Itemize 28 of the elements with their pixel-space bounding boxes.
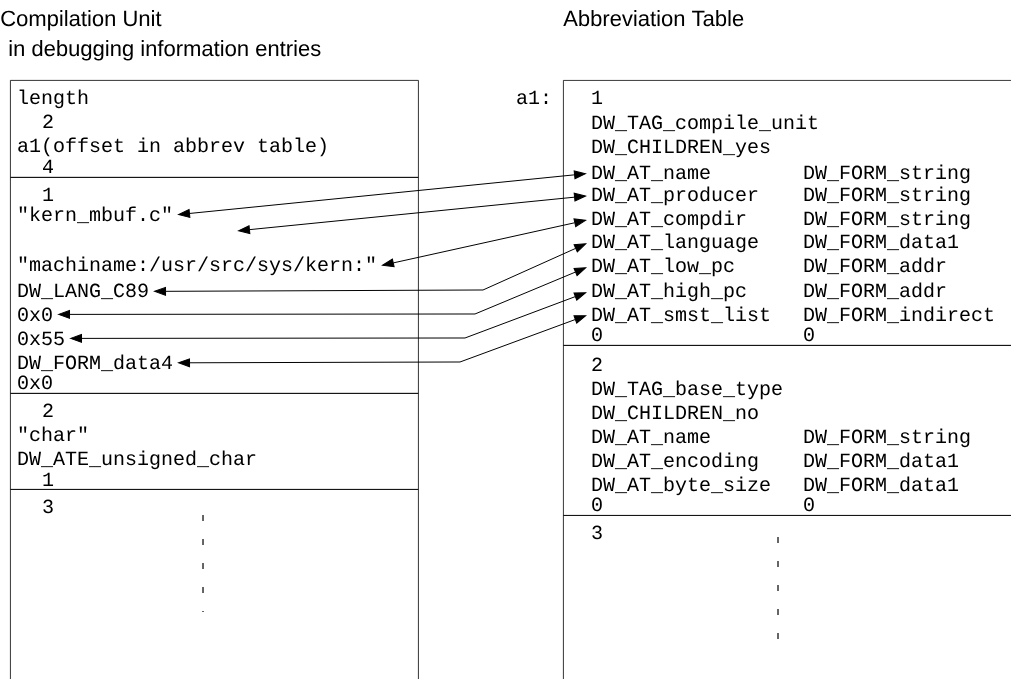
entry-box: 3 xyxy=(10,489,419,679)
attribute-row: DW_AT_producer DW_FORM_string xyxy=(592,186,970,206)
arrow xyxy=(58,267,587,319)
heading: Compilation Unit xyxy=(1,10,162,31)
arrow xyxy=(238,192,586,235)
entry-box: 3 xyxy=(563,515,1011,679)
attribute-row: DW_AT_language DW_FORM_data1 xyxy=(592,233,959,253)
value-text: DW_FORM_data4 xyxy=(18,354,172,372)
arrow xyxy=(70,292,587,343)
attribute-row: DW_AT_low_pc DW_FORM_addr xyxy=(592,257,946,277)
heading: Abbreviation Table xyxy=(563,10,744,27)
entry-box: length 2 a1(offset in abbrev table) 4 xyxy=(10,80,419,178)
attribute-row: DW_AT_smst_list DW_FORM_indirect xyxy=(592,306,993,324)
attribute-row: DW_AT_name DW_FORM_string xyxy=(592,164,970,184)
value-text: "machiname:/usr/src/sys/kern:" xyxy=(19,256,375,276)
arrow xyxy=(382,218,587,268)
node-label: a1: xyxy=(517,90,548,105)
entry-box: 2 "char" DW_ATE_unsigned_char 1 xyxy=(10,393,419,490)
value-text: 0x0 xyxy=(18,307,52,322)
arrow xyxy=(178,170,586,218)
value-text: 0x55 xyxy=(18,331,64,346)
value-text: "kern_mbuf.c" xyxy=(19,206,171,224)
attribute-row: DW_AT_high_pc DW_FORM_addr xyxy=(592,282,946,302)
arrow xyxy=(154,243,587,296)
value-text: DW_LANG_C89 xyxy=(18,283,148,300)
entry-box: 2 DW_TAG_base_type DW_CHILDREN_no DW_AT_name DW_FORM_string DW_AT_encoding DW_FORM_data1 DW_AT_byte_size DW_FORM_data1 0 0 xyxy=(563,345,1011,516)
attribute-row: DW_AT_compdir DW_FORM_string xyxy=(592,210,970,230)
arrow xyxy=(178,315,587,368)
